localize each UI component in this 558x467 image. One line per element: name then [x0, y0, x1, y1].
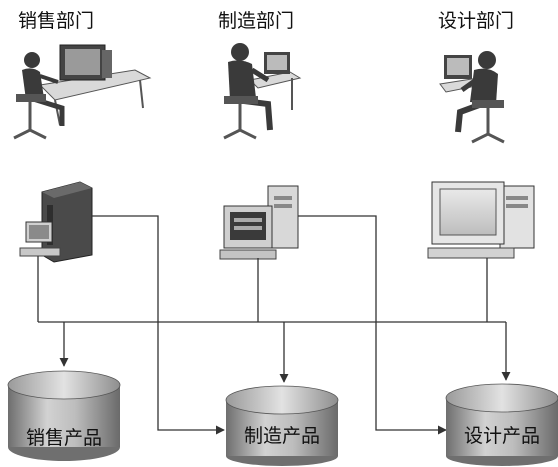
connection-lines — [37, 215, 511, 435]
design-computer-icon — [427, 181, 535, 259]
dept-label-manufacturing: 制造部门 — [218, 10, 295, 32]
database-label-design: 设计产品 — [464, 425, 540, 447]
manufacturing-workstation-icon — [223, 43, 302, 140]
database-design: 设计产品 — [445, 383, 558, 466]
dept-label-sales: 销售部门 — [18, 10, 95, 32]
dept-label-design: 设计部门 — [438, 10, 515, 32]
sales-workstation-icon — [13, 44, 152, 140]
design-workstation-icon — [439, 51, 505, 144]
database-label-manufacturing: 制造产品 — [244, 425, 320, 447]
database-label-sales: 销售产品 — [26, 427, 102, 449]
arrow-sales-to-manufacturing-db — [92, 215, 225, 435]
manufacturing-computer-icon — [219, 185, 299, 260]
database-manufacturing: 制造产品 — [225, 385, 339, 466]
database-sales: 销售产品 — [7, 370, 121, 461]
sales-computer-icon — [19, 181, 93, 263]
arrow-manufacturing-to-design-db — [298, 215, 447, 435]
